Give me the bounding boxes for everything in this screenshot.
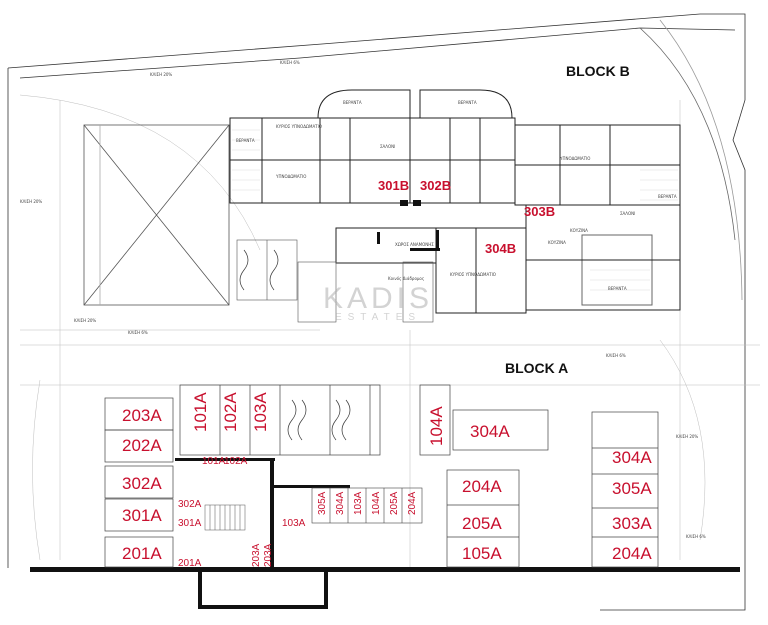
slope-1: ΚΛΙΣΗ 20% bbox=[150, 72, 172, 77]
storage-row bbox=[311, 487, 423, 524]
slot-center-105a: 105A bbox=[462, 544, 502, 563]
room-veranda-5: ΒΕΡΑΝΤΑ bbox=[608, 286, 627, 291]
parking-block-b bbox=[236, 239, 434, 323]
storage-304a: 304A bbox=[335, 491, 346, 515]
slot-201a: 201A bbox=[122, 544, 162, 563]
slot-center-204a: 204A bbox=[462, 477, 502, 496]
slot-right-304a: 304A bbox=[612, 448, 652, 467]
block-a-label: BLOCK A bbox=[505, 360, 568, 376]
slope-labels: ΚΛΙΣΗ 20% ΚΛΙΣΗ 6% ΚΛΙΣΗ 20% ΚΛΙΣΗ 20% Κ… bbox=[20, 60, 706, 539]
small-302a: 302A bbox=[178, 499, 202, 510]
room-waiting: ΧΩΡΟΣ ΑΝΑΜΟΝΗΣ bbox=[395, 242, 434, 247]
room-veranda-1: ΒΕΡΑΝΤΑ bbox=[343, 100, 362, 105]
stairs bbox=[204, 504, 246, 531]
small-203a-1: 203A bbox=[251, 543, 262, 567]
parking-symbols bbox=[239, 249, 351, 441]
unit-302b: 302B bbox=[420, 178, 451, 193]
room-corridor: Κοινός Διάδρομος bbox=[388, 276, 424, 281]
unit-303b: 303B bbox=[524, 204, 555, 219]
slot-104a: 104A bbox=[427, 406, 446, 446]
room-veranda-2: ΒΕΡΑΝΤΑ bbox=[458, 100, 477, 105]
slope-5: ΚΛΙΣΗ 6% bbox=[128, 330, 148, 335]
unit-304b: 304B bbox=[485, 241, 516, 256]
site-boundary bbox=[7, 13, 746, 611]
slot-301a: 301A bbox=[122, 506, 162, 525]
room-veranda-4: ΒΕΡΑΝΤΑ bbox=[658, 194, 677, 199]
slope-6: ΚΛΙΣΗ 6% bbox=[606, 353, 626, 358]
room-master-1: ΚΥΡΙΟΣ ΥΠΝΟΔΩΜΑΤΙΟ bbox=[276, 124, 322, 129]
storage-205a: 205A bbox=[389, 491, 400, 515]
storage-204a: 204A bbox=[407, 491, 418, 515]
small-unit-labels: 101A 102A 302A 301A 201A 103A 203A 203A bbox=[178, 456, 306, 569]
storage-labels: 305A 304A 103A 104A 205A 204A bbox=[317, 491, 418, 515]
small-101a: 101A bbox=[202, 456, 226, 467]
small-103a: 103A bbox=[282, 518, 306, 529]
small-201a: 201A bbox=[178, 558, 202, 569]
room-living-2: ΣΑΛΟΝΙ bbox=[620, 211, 635, 216]
top-stall-labels: 101A 102A 103A 104A bbox=[191, 392, 446, 446]
unit-301b: 301B bbox=[378, 178, 409, 193]
block-b-unit-labels: 301B 302B 303B 304B bbox=[378, 178, 555, 256]
small-203a-2: 203A bbox=[263, 543, 274, 567]
block-b-building bbox=[229, 89, 681, 314]
block-b-label: BLOCK B bbox=[566, 63, 630, 79]
ramp-upper-left bbox=[83, 124, 230, 306]
storage-305a: 305A bbox=[317, 491, 328, 515]
room-living-1: ΣΑΛΟΝΙ bbox=[380, 144, 395, 149]
slope-7: ΚΛΙΣΗ 20% bbox=[676, 434, 698, 439]
slot-203a: 203A bbox=[122, 406, 162, 425]
room-bedroom-2: ΥΠΝΟΔΩΜΑΤΙΟ bbox=[559, 156, 590, 161]
slope-8: ΚΛΙΣΗ 6% bbox=[686, 534, 706, 539]
slot-right-204a: 204A bbox=[612, 544, 652, 563]
slope-4: ΚΛΙΣΗ 20% bbox=[74, 318, 96, 323]
slot-102a: 102A bbox=[221, 392, 240, 432]
room-veranda-3: ΒΕΡΑΝΤΑ bbox=[236, 138, 255, 143]
structural-walls bbox=[30, 200, 740, 609]
slot-302a: 302A bbox=[122, 474, 162, 493]
left-stall-labels: 203A 202A 302A 301A 201A bbox=[122, 406, 162, 563]
room-labels: ΒΕΡΑΝΤΑ ΒΕΡΑΝΤΑ ΒΕΡΑΝΤΑ ΚΥΡΙΟΣ ΥΠΝΟΔΩΜΑΤ… bbox=[236, 100, 677, 291]
slot-103a: 103A bbox=[251, 392, 270, 432]
slot-right-305a: 305A bbox=[612, 479, 652, 498]
parking-left bbox=[104, 397, 174, 568]
room-kitchen-1: ΚΟΥΖΙΝΑ bbox=[548, 240, 566, 245]
parking-center bbox=[446, 469, 520, 568]
room-bedroom-1: ΥΠΝΟΔΩΜΑΤΙΟ bbox=[275, 174, 306, 179]
slot-right-303a: 303A bbox=[612, 514, 652, 533]
slope-2: ΚΛΙΣΗ 6% bbox=[280, 60, 300, 65]
room-master-2: ΚΥΡΙΟΣ ΥΠΝΟΔΩΜΑΤΙΟ bbox=[450, 272, 496, 277]
terrace-hatch bbox=[232, 129, 678, 291]
storage-104a: 104A bbox=[371, 491, 382, 515]
parking-right bbox=[591, 411, 659, 568]
slot-center-304a: 304A bbox=[470, 422, 510, 441]
small-102a: 102A bbox=[224, 456, 248, 467]
storage-103a: 103A bbox=[353, 491, 364, 515]
slope-3: ΚΛΙΣΗ 20% bbox=[20, 199, 42, 204]
slot-center-205a: 205A bbox=[462, 514, 502, 533]
slot-202a: 202A bbox=[122, 436, 162, 455]
small-301a: 301A bbox=[178, 518, 202, 529]
center-stall-labels: 304A 204A 205A 105A bbox=[462, 422, 510, 563]
right-stall-labels: 304A 305A 303A 204A bbox=[612, 448, 652, 563]
parking-block-a-top bbox=[179, 384, 549, 456]
slot-101a: 101A bbox=[191, 392, 210, 432]
room-kitchen-2: ΚΟΥΖΙΝΑ bbox=[570, 228, 588, 233]
